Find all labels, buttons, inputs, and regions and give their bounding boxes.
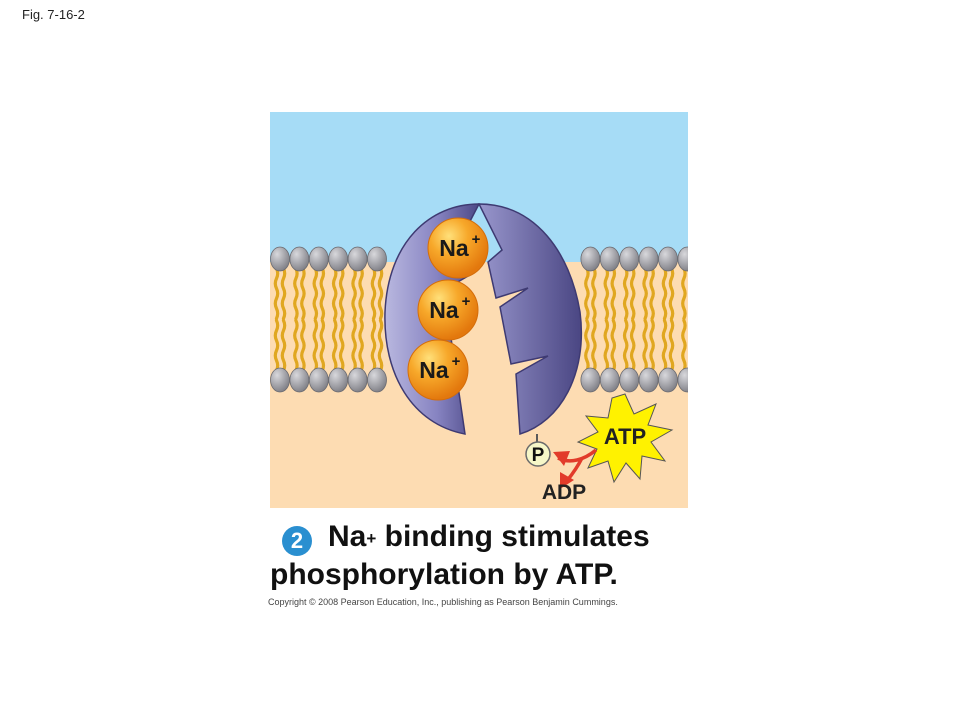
lipid-tail bbox=[293, 266, 299, 321]
lipid-head bbox=[580, 367, 601, 393]
lipid-head bbox=[308, 367, 329, 393]
phosphate-group bbox=[525, 441, 551, 467]
lipid-tail bbox=[312, 318, 319, 373]
lipid-tail bbox=[622, 318, 629, 373]
lipid-tail bbox=[331, 318, 338, 373]
figure-number: Fig. 7-16-2 bbox=[22, 7, 85, 22]
caption-line-1: Na+ binding stimulates bbox=[328, 518, 650, 556]
lipid-tail bbox=[351, 266, 357, 321]
lipid-head bbox=[638, 246, 659, 272]
lipid-tail bbox=[319, 266, 326, 321]
lipid-tail bbox=[622, 266, 629, 321]
caption-line-2: phosphorylation by ATP. bbox=[270, 558, 618, 591]
lipid-tail bbox=[331, 266, 338, 321]
lipid-tail bbox=[629, 266, 636, 321]
lipid-tail bbox=[629, 318, 636, 373]
lipid-head bbox=[289, 246, 310, 272]
lipid-tail bbox=[300, 266, 306, 321]
membrane-diagram-svg: Na+Na+Na+ P ATP ADP bbox=[270, 112, 688, 508]
lipid-tail bbox=[351, 318, 357, 373]
lipid-tail bbox=[610, 266, 617, 321]
lipid-head bbox=[289, 367, 310, 393]
caption-ion-charge: + bbox=[366, 529, 377, 548]
lipid-tails bbox=[273, 266, 687, 373]
lipid-tail bbox=[591, 266, 597, 321]
lipid-head bbox=[270, 367, 290, 393]
lipid-head bbox=[308, 246, 329, 272]
adp-label: ADP bbox=[542, 481, 586, 504]
sodium-ion bbox=[407, 339, 469, 401]
pump-right-subunit bbox=[477, 203, 582, 435]
phosphate-label: P bbox=[532, 445, 545, 466]
lipid-head bbox=[599, 367, 620, 393]
caption-ion: Na bbox=[328, 520, 367, 553]
lipid-tail bbox=[642, 318, 648, 373]
lipid-tail bbox=[649, 266, 655, 321]
lipid-head bbox=[677, 367, 688, 393]
sodium-ions: Na+Na+Na+ bbox=[407, 217, 489, 401]
lipid-tail bbox=[300, 318, 306, 373]
sodium-ion bbox=[427, 217, 489, 279]
lipid-head bbox=[328, 367, 349, 393]
lipid-tail bbox=[280, 318, 287, 373]
sodium-ion-label: Na bbox=[419, 357, 449, 383]
lipid-head bbox=[638, 367, 659, 393]
lipid-head bbox=[347, 246, 368, 272]
lipid-head bbox=[658, 367, 678, 393]
lipid-tail bbox=[370, 266, 377, 321]
lipid-head bbox=[580, 246, 601, 272]
lipid-heads bbox=[270, 246, 688, 393]
lipid-head bbox=[328, 246, 349, 272]
lipid-tail bbox=[661, 266, 668, 321]
lipid-tail bbox=[358, 266, 364, 321]
lipid-head bbox=[367, 367, 387, 393]
lipid-tail bbox=[377, 266, 384, 321]
lipid-tail bbox=[338, 318, 345, 373]
lipid-tail bbox=[661, 318, 668, 373]
step-number-badge: 2 bbox=[282, 526, 312, 556]
lipid-tail bbox=[377, 318, 384, 373]
lipid-head bbox=[347, 367, 368, 393]
copyright-notice: Copyright © 2008 Pearson Education, Inc.… bbox=[268, 597, 618, 607]
lipid-tail bbox=[273, 318, 280, 373]
sodium-ion bbox=[417, 279, 479, 341]
sodium-ion-charge: + bbox=[472, 231, 481, 248]
lipid-head bbox=[658, 246, 678, 272]
lipid-head bbox=[367, 246, 387, 272]
lipid-head bbox=[599, 246, 620, 272]
lipid-tail bbox=[681, 318, 687, 373]
lipid-head bbox=[677, 246, 688, 272]
sodium-ion-charge: + bbox=[452, 353, 461, 370]
sodium-ion-charge: + bbox=[462, 293, 471, 310]
lipid-tail bbox=[358, 318, 364, 373]
sodium-ion-label: Na bbox=[429, 297, 459, 323]
caption-line-1-rest: binding stimulates bbox=[376, 520, 650, 553]
lipid-tail bbox=[280, 266, 287, 321]
lipid-tail bbox=[584, 266, 590, 321]
lipid-tail bbox=[649, 318, 655, 373]
sodium-potassium-pump-diagram: Na+Na+Na+ P ATP ADP bbox=[270, 112, 688, 508]
lipid-tail bbox=[319, 318, 326, 373]
lipid-head bbox=[619, 246, 640, 272]
phosphate-transfer-arrow bbox=[553, 448, 598, 489]
lipid-head bbox=[270, 246, 290, 272]
lipid-tail bbox=[273, 266, 280, 321]
lipid-tail bbox=[370, 318, 377, 373]
lipid-tail bbox=[584, 318, 590, 373]
lipid-tail bbox=[668, 318, 675, 373]
lipid-tail bbox=[293, 318, 299, 373]
lipid-tail bbox=[610, 318, 617, 373]
lipid-tail bbox=[603, 318, 610, 373]
atp-label: ATP bbox=[604, 424, 646, 449]
sodium-ion-label: Na bbox=[439, 235, 469, 261]
lipid-tail bbox=[312, 266, 319, 321]
lipid-tail bbox=[681, 266, 687, 321]
lipid-tail bbox=[668, 266, 675, 321]
atp-burst-shape bbox=[576, 393, 674, 484]
lipid-head bbox=[619, 367, 640, 393]
lipid-tail bbox=[338, 266, 345, 321]
lipid-tail bbox=[591, 318, 597, 373]
lipid-tail bbox=[603, 266, 610, 321]
lipid-tail bbox=[642, 266, 648, 321]
